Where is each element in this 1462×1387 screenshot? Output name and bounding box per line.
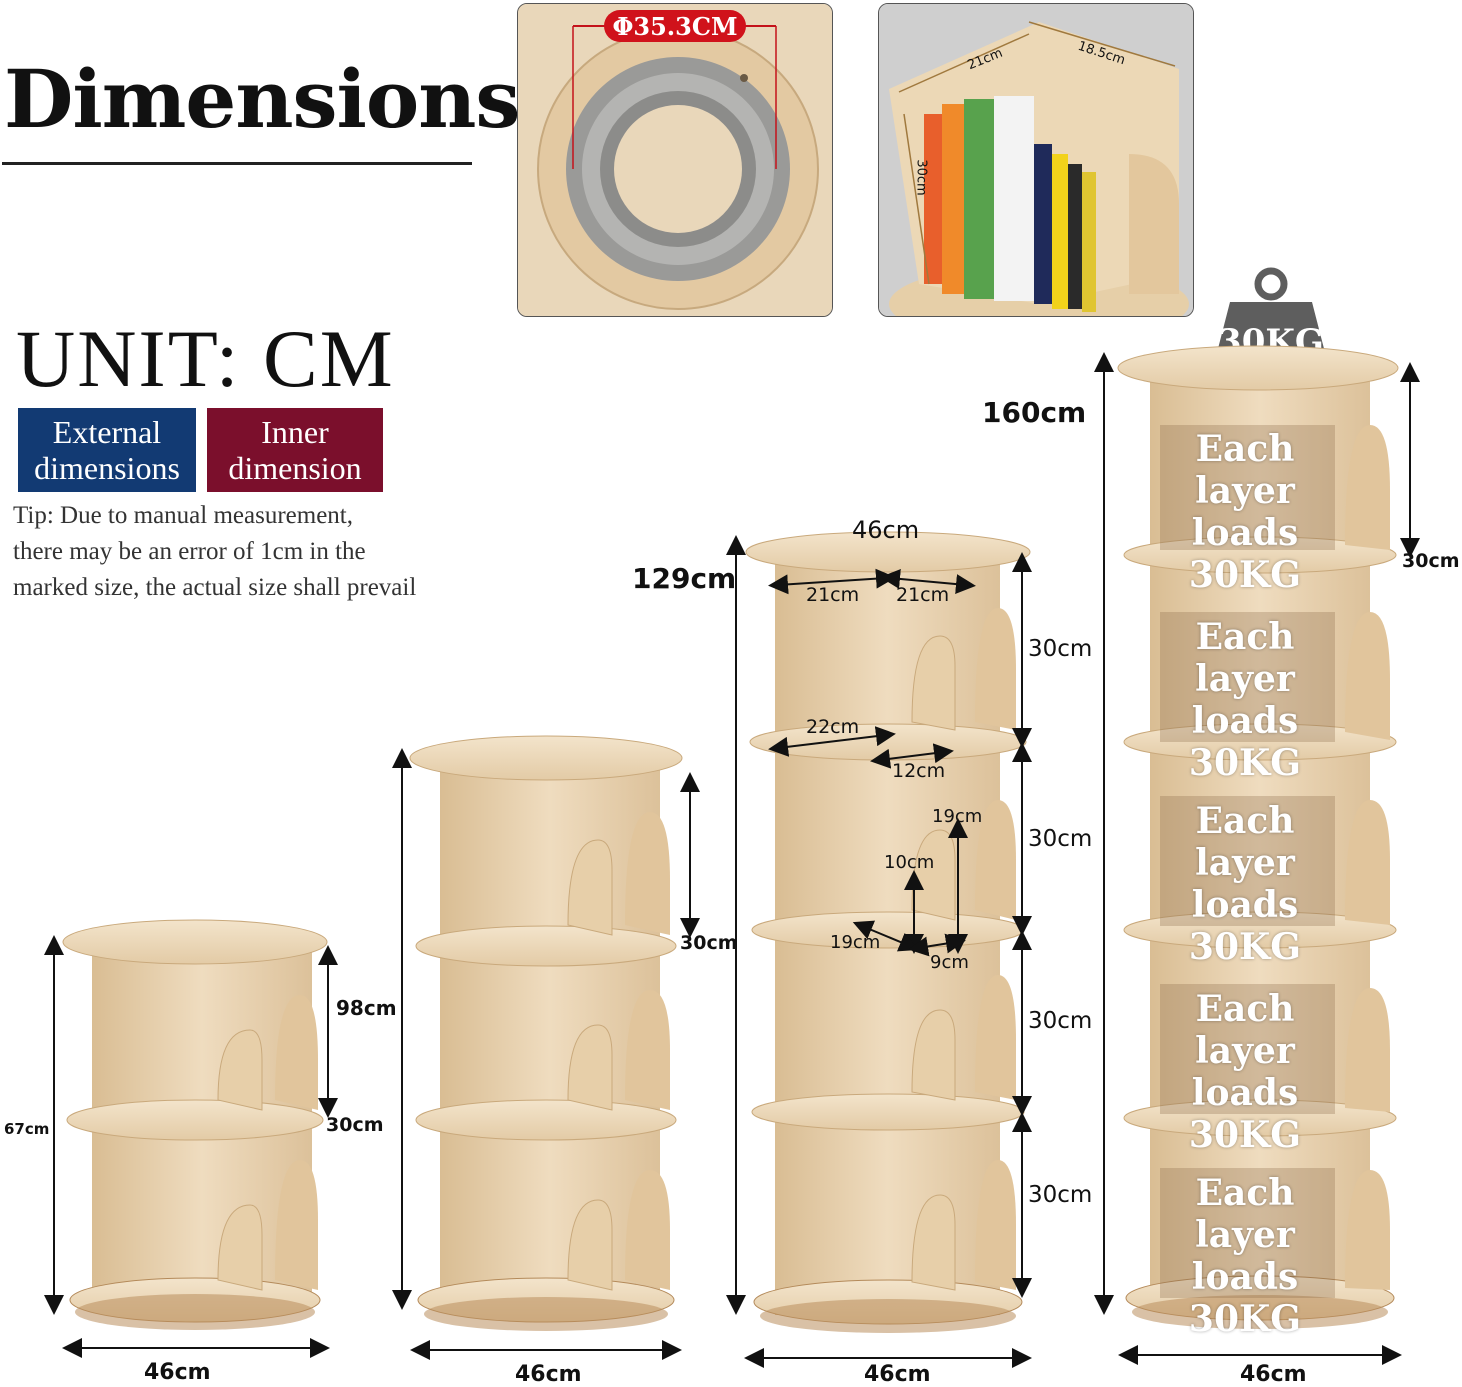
title-underline [2, 162, 472, 165]
shelf-4-top-width-label: 46cm [852, 516, 920, 544]
shelf-3-layer-label: 30cm [680, 932, 738, 954]
load-line: 30KG [1188, 554, 1302, 596]
shelf-3-height-label: 98cm [336, 996, 397, 1020]
load-line: loads [1191, 884, 1299, 926]
legend-inner-line2: dimension [228, 450, 362, 486]
load-label-2: Each layer loads 30KG [1140, 616, 1350, 784]
load-label-4: Each layer loads 30KG [1140, 988, 1350, 1156]
legend-external-line1: External [52, 414, 162, 450]
load-label-1: Each layer loads 30KG [1140, 428, 1350, 596]
shelf-4-width-label: 46cm [864, 1362, 931, 1387]
load-line: 30KG [1188, 1298, 1302, 1340]
shelf-4-base-depth-label: 19cm [830, 932, 881, 953]
shelf-4-depth-label: 22cm [806, 716, 860, 738]
load-line: loads [1191, 700, 1299, 742]
shelf-2-height-label: 67cm [4, 1120, 50, 1138]
tip-text: Tip: Due to manual measurement, there ma… [13, 498, 493, 606]
bearing-diameter-label: Φ35.3CM [612, 12, 738, 41]
load-line: loads [1191, 1256, 1299, 1298]
legend-external: External dimensions [18, 408, 196, 492]
shelf-2-layer-label: 30cm [326, 1114, 384, 1136]
unit-label: UNIT: CM [16, 313, 395, 404]
tip-line-1: Tip: Due to manual measurement, [13, 502, 353, 529]
shelf-5-width-label: 46cm [1240, 1362, 1307, 1387]
legend-external-line2: dimensions [34, 450, 180, 486]
shelf-4-layer1-label: 30cm [1028, 636, 1093, 662]
legend-inner: Inner dimension [207, 408, 383, 492]
shelf-5-layer-label: 30cm [1402, 550, 1460, 572]
shelf-4-divider-height-label: 19cm [932, 806, 983, 827]
books-on-shelf-image [879, 4, 1193, 316]
legend-inner-line1: Inner [261, 414, 329, 450]
load-line: 30KG [1188, 742, 1302, 784]
load-line: Each layer [1195, 800, 1295, 884]
page-title: Dimensions [4, 52, 520, 146]
shelf-4-base-slot-label: 9cm [930, 952, 969, 973]
shelf-4-slot-label: 12cm [892, 760, 946, 782]
load-line: loads [1191, 512, 1299, 554]
load-line: Each layer [1195, 988, 1295, 1072]
turntable-bearing-image [518, 4, 832, 316]
shelf-4-layer2-label: 30cm [1028, 826, 1093, 852]
books-photo: 21cm 18.5cm 30cm [878, 3, 1194, 317]
shelf-4-layer3-label: 30cm [1028, 1008, 1093, 1034]
shelf-4-layer4-label: 30cm [1028, 1182, 1093, 1208]
load-line: Each layer [1195, 1172, 1295, 1256]
shelf-2-tier [62, 919, 328, 1330]
shelf-2-width-label: 46cm [144, 1360, 211, 1385]
shelf-3-tier [409, 735, 683, 1331]
shelf-4-half-left-label: 21cm [806, 584, 860, 606]
tip-line-3: marked size, the actual size shall preva… [13, 574, 417, 601]
load-label-5: Each layer loads 30KG [1140, 1172, 1350, 1340]
shelf-4-half-right-label: 21cm [896, 584, 950, 606]
load-line: 30KG [1188, 926, 1302, 968]
tip-line-2: there may be an error of 1cm in the [13, 538, 366, 565]
load-line: 30KG [1188, 1114, 1302, 1156]
books-height-label: 30cm [913, 159, 929, 196]
shelf-3-width-label: 46cm [515, 1362, 582, 1387]
load-line: Each layer [1195, 428, 1295, 512]
load-line: Each layer [1195, 616, 1295, 700]
shelf-5-height-label: 160cm [982, 396, 1087, 429]
shelf-4-height-label: 129cm [632, 562, 737, 595]
shelf-4-tier [745, 531, 1031, 1333]
load-label-3: Each layer loads 30KG [1140, 800, 1350, 968]
weight-label: 30KG [1218, 322, 1324, 362]
shelf-4-divider-mid-label: 10cm [884, 852, 935, 873]
bearing-photo: Φ35.3CM [517, 3, 833, 317]
load-line: loads [1191, 1072, 1299, 1114]
